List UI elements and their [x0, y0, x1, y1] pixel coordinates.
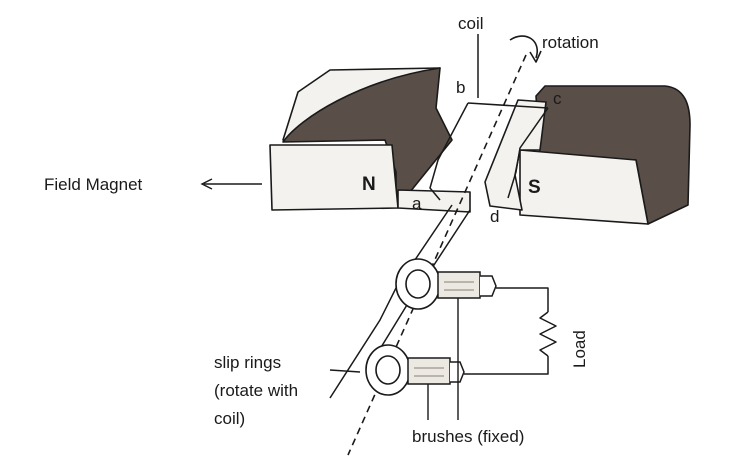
rotation-arrow-icon — [509, 35, 539, 59]
coil-top-side — [467, 102, 549, 109]
coil-right-side — [507, 107, 549, 199]
load-label: Load — [570, 330, 589, 368]
upper-brush — [437, 271, 481, 299]
corner-c-label: c — [553, 89, 562, 108]
corner-a-label: a — [412, 194, 422, 213]
brushes-label: brushes (fixed) — [412, 427, 524, 446]
coil-loop — [429, 34, 549, 201]
lower-brush-shading — [414, 367, 444, 377]
lead-line-left — [329, 204, 453, 399]
south-magnet-front-face — [519, 149, 649, 225]
upper-brush-shading — [444, 281, 474, 291]
upper-brush-holder — [480, 275, 497, 297]
lower-wire — [464, 356, 549, 375]
lower-slip-ring — [365, 344, 411, 396]
upper-wire — [496, 287, 549, 312]
rotation-label: rotation — [542, 33, 599, 52]
corner-b-label: b — [456, 78, 465, 97]
slip-rings-label-line3: coil) — [214, 409, 245, 428]
south-pole-label: S — [528, 177, 541, 198]
lower-brush — [407, 357, 451, 385]
rotation-arrowhead-icon — [529, 50, 542, 63]
slip-rings-label-line2: (rotate with — [214, 381, 298, 400]
south-pole-magnet — [484, 85, 691, 225]
load-resistor-icon — [539, 311, 557, 357]
brushes — [407, 271, 497, 385]
lower-slip-ring-inner — [375, 355, 401, 385]
lower-brush-holder — [450, 361, 465, 383]
slip-rings-label-line1: slip rings — [214, 353, 281, 372]
north-pole-label: N — [362, 174, 376, 195]
slip-rings — [365, 258, 441, 396]
field-magnet-arrowhead-icon — [200, 178, 213, 190]
upper-slip-ring-inner — [405, 269, 431, 299]
load-circuit — [464, 287, 557, 375]
slip-rings-leader — [329, 369, 361, 373]
corner-d-label: d — [490, 207, 499, 226]
north-pole-magnet — [269, 67, 471, 213]
coil-left-side — [429, 102, 469, 201]
upper-slip-ring — [395, 258, 441, 310]
north-pole-face — [397, 189, 471, 213]
leader-lines — [200, 178, 459, 420]
north-magnet-front-face — [269, 144, 399, 211]
coil-label: coil — [458, 14, 484, 33]
field-magnet-label: Field Magnet — [44, 175, 143, 194]
